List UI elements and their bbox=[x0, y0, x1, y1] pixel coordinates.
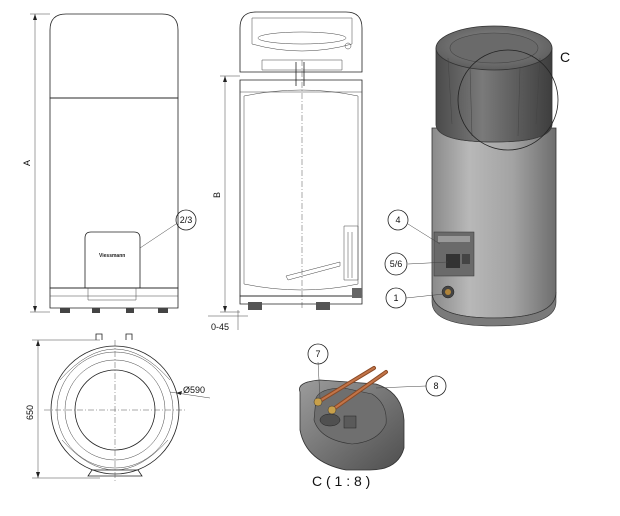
callout-7: 7 bbox=[315, 349, 320, 359]
callout-circle-5-6 bbox=[384, 252, 408, 276]
callout-2-3: 2/3 bbox=[180, 215, 193, 225]
detail-c-view: 7 8 C ( 1 : 8 ) bbox=[299, 343, 447, 489]
callout-circle-4 bbox=[387, 209, 409, 231]
detail-marker-c: C bbox=[560, 49, 570, 65]
logo-text: Viessmann bbox=[99, 253, 125, 259]
feet-adjust-label: 0-45 bbox=[211, 322, 229, 332]
top-view: 650 Ø590 bbox=[25, 333, 211, 482]
callout-5-6: 5/6 bbox=[390, 259, 403, 269]
perspective-view: C 4 5/6 1 bbox=[384, 25, 570, 327]
depth-label: 650 bbox=[25, 405, 35, 420]
front-view: Viessmann A 2/3 bbox=[22, 13, 197, 313]
dimension-a-label: A bbox=[22, 160, 32, 166]
diameter-label: Ø590 bbox=[183, 385, 205, 395]
callout-circle-8 bbox=[425, 375, 447, 397]
dimension-b-label: B bbox=[212, 192, 222, 198]
callout-circle-7 bbox=[307, 343, 329, 365]
detail-c-marker bbox=[457, 49, 559, 151]
callout-1: 1 bbox=[393, 293, 398, 303]
callout-8: 8 bbox=[433, 381, 438, 391]
side-section-view: B 0-45 bbox=[208, 11, 363, 332]
callout-4: 4 bbox=[395, 215, 400, 225]
callout-circle-2-3 bbox=[175, 209, 197, 231]
detail-caption: C ( 1 : 8 ) bbox=[312, 473, 370, 489]
callout-circle-1 bbox=[385, 287, 407, 309]
